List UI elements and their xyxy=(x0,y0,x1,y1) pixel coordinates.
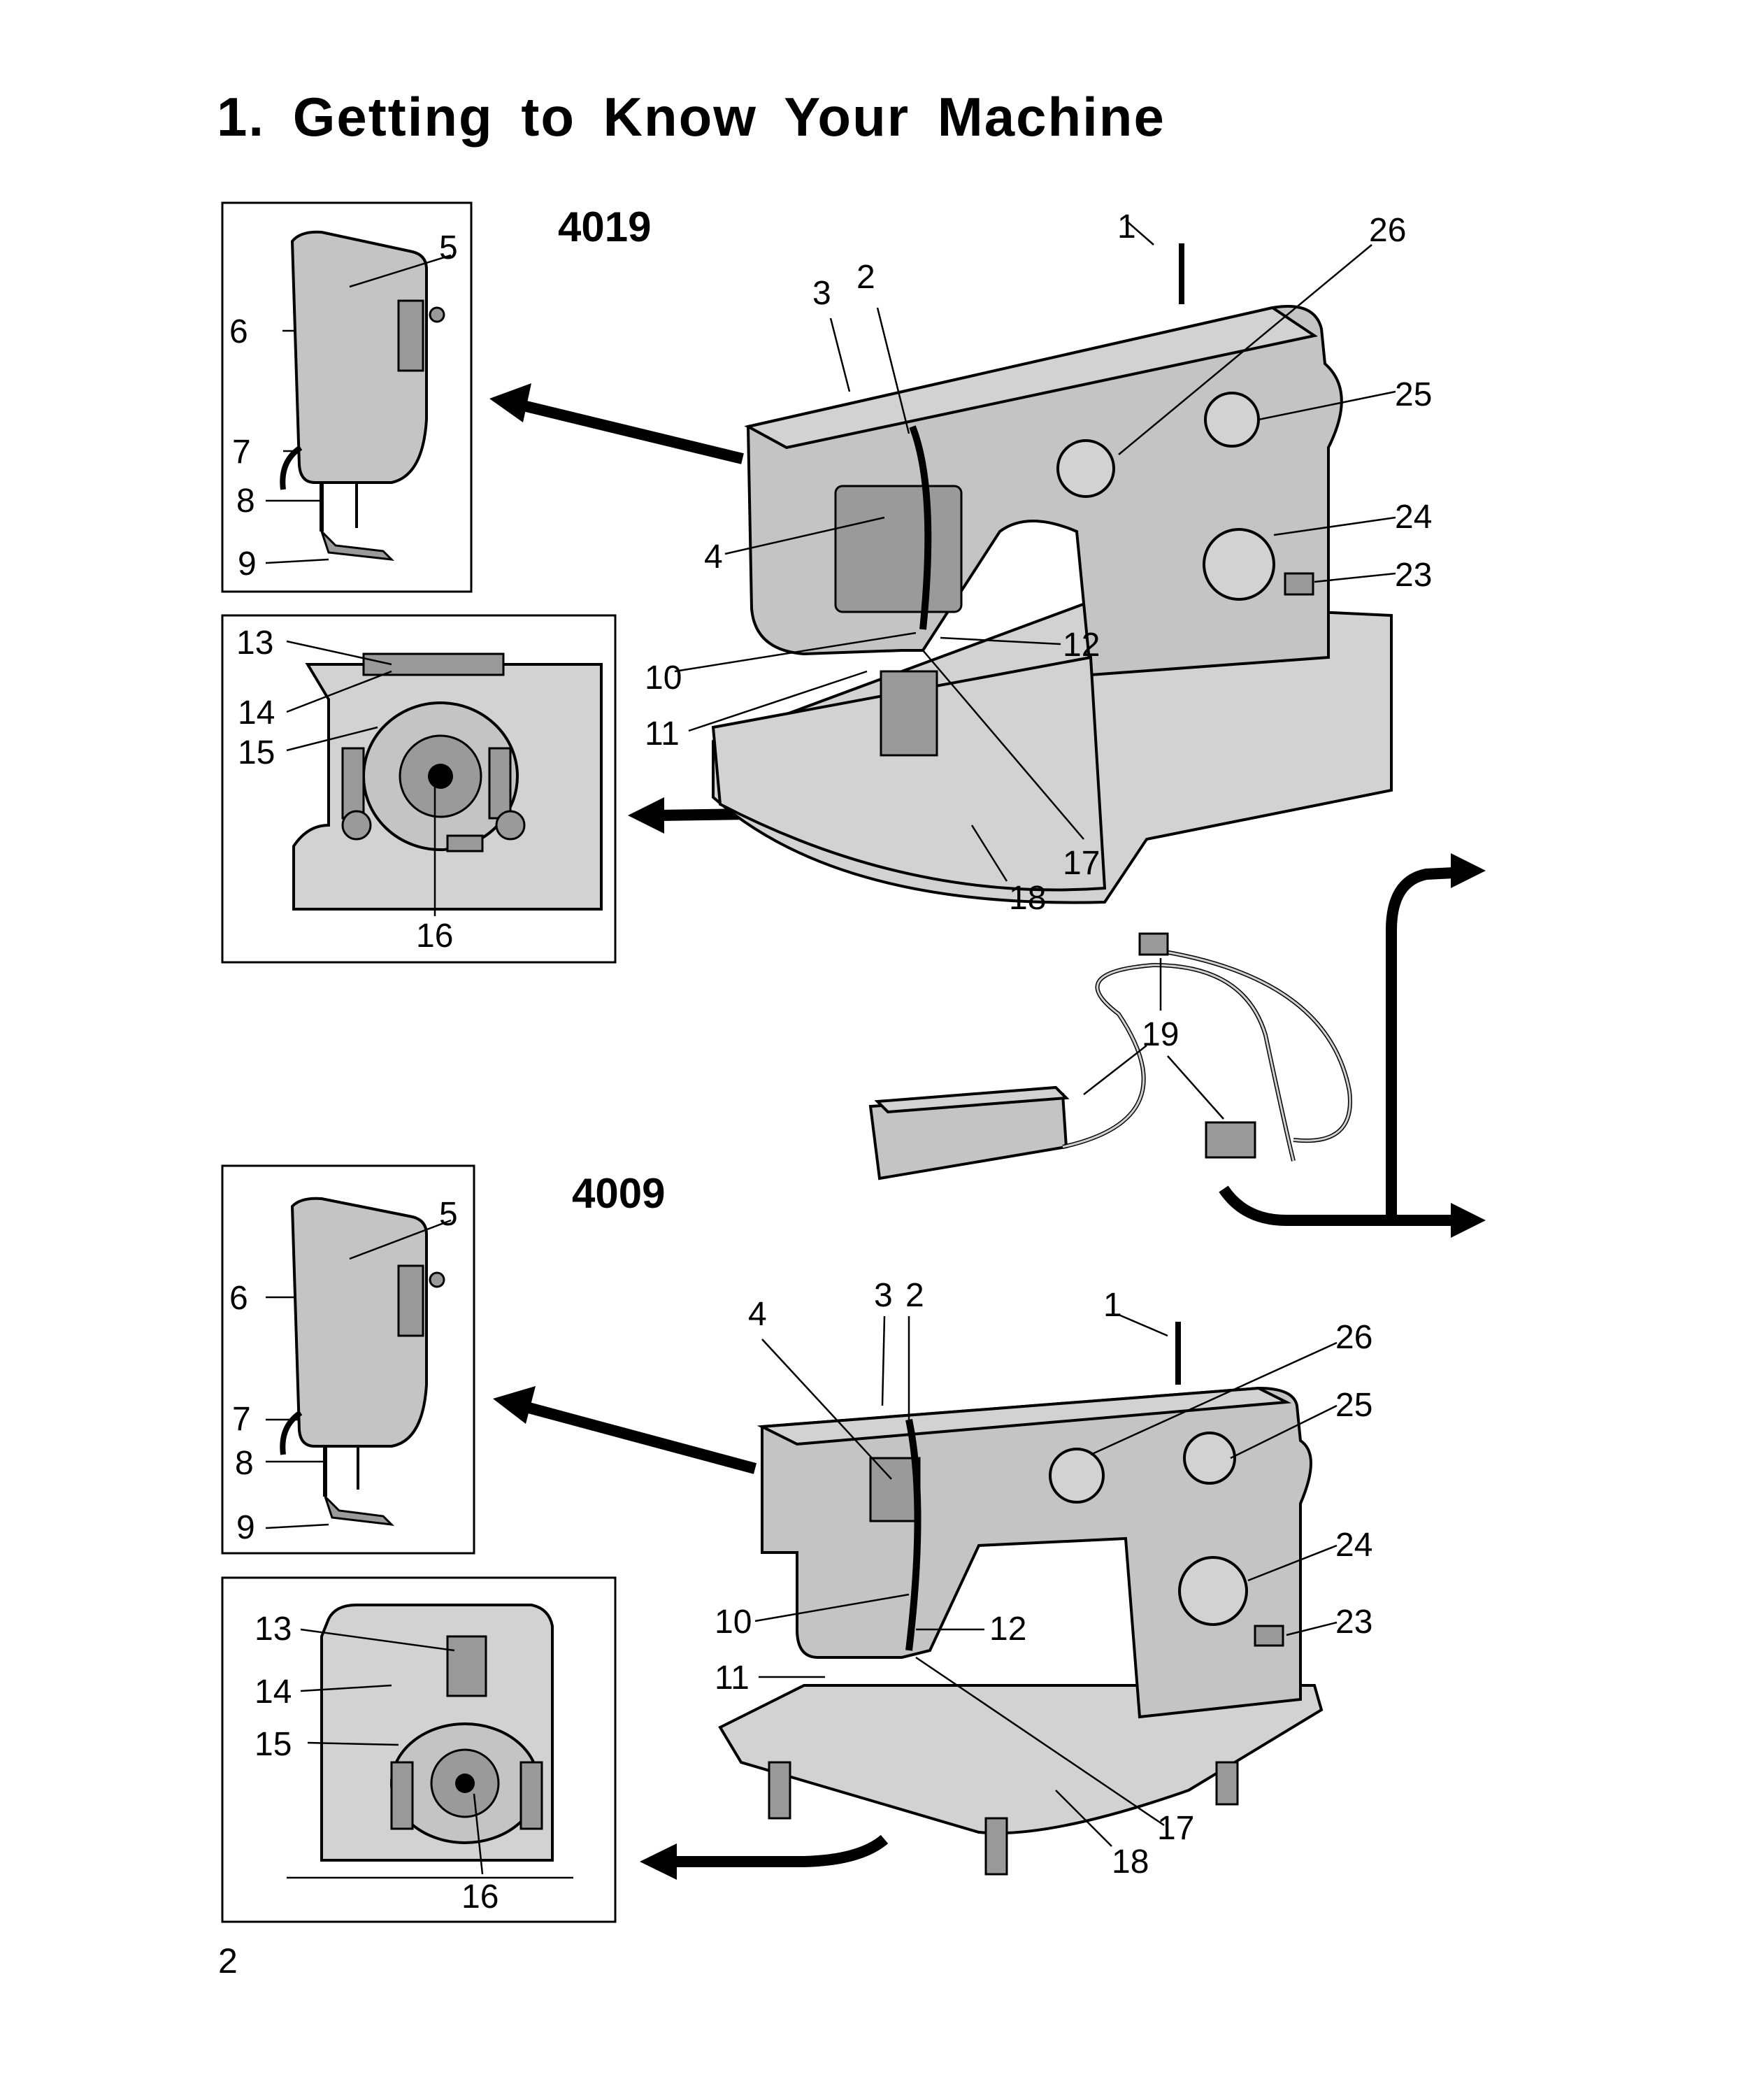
sewing-machine-4019: 1 26 3 2 4 25 24 23 12 10 11 17 18 xyxy=(645,208,1432,917)
arrow-to-head-inset-bottom xyxy=(519,1400,757,1474)
sewing-machine-4009: 1 26 3 2 4 25 24 23 10 11 12 17 18 xyxy=(715,1277,1372,1881)
callout-1-top: 1 xyxy=(1117,208,1136,245)
callout-15-bottom: 15 xyxy=(254,1726,292,1763)
inset-bobbin-area-bottom: 13 14 15 16 xyxy=(221,1576,617,1923)
callout-14-bottom: 14 xyxy=(254,1674,292,1711)
callout-6-top: 6 xyxy=(229,313,248,350)
callout-12-top: 12 xyxy=(1063,627,1100,664)
callout-15-top: 15 xyxy=(238,734,275,771)
callout-8-bottom: 8 xyxy=(235,1445,254,1482)
callout-16-top: 16 xyxy=(416,918,453,955)
callout-3-bottom: 3 xyxy=(874,1277,893,1314)
callout-9-top: 9 xyxy=(238,545,257,583)
callout-26-bottom: 26 xyxy=(1335,1319,1372,1356)
callout-7-top: 7 xyxy=(232,434,251,471)
inset-needle-head-top: 5 6 7 8 9 xyxy=(221,201,473,593)
callout-26-top: 26 xyxy=(1369,212,1406,249)
callout-4-bottom: 4 xyxy=(748,1296,767,1333)
callout-10-top: 10 xyxy=(645,659,682,697)
callout-4-top: 4 xyxy=(704,538,723,576)
foot-pedal-and-cord: 19 xyxy=(868,853,1486,1238)
callout-25-bottom: 25 xyxy=(1335,1387,1372,1424)
callout-23-bottom: 23 xyxy=(1335,1604,1372,1641)
callout-2-top: 2 xyxy=(856,259,875,296)
inset-bobbin-area-top: 13 14 15 16 xyxy=(221,614,617,964)
callout-24-top: 24 xyxy=(1395,499,1432,536)
callout-12-bottom: 12 xyxy=(989,1611,1026,1648)
page-title: 1. Getting to Know Your Machine xyxy=(217,86,1166,148)
callout-8-top: 8 xyxy=(236,483,255,520)
callout-13-top: 13 xyxy=(236,625,273,662)
callout-10-bottom: 10 xyxy=(715,1604,752,1641)
callout-18-top: 18 xyxy=(1009,880,1046,917)
callout-25-top: 25 xyxy=(1395,376,1432,413)
callout-5-top: 5 xyxy=(439,229,458,266)
callout-18-bottom: 18 xyxy=(1112,1843,1149,1881)
callout-5-bottom: 5 xyxy=(439,1196,458,1233)
callout-3-top: 3 xyxy=(812,275,831,312)
callout-2-bottom: 2 xyxy=(905,1277,924,1314)
callout-23-top: 23 xyxy=(1395,557,1432,594)
callout-24-bottom: 24 xyxy=(1335,1527,1372,1564)
callout-11-bottom: 11 xyxy=(715,1660,750,1697)
callout-17-bottom: 17 xyxy=(1157,1810,1194,1847)
callout-16-bottom: 16 xyxy=(461,1878,499,1915)
callout-1-bottom: 1 xyxy=(1103,1287,1122,1324)
callout-13-bottom: 13 xyxy=(254,1611,292,1648)
page-number: 2 xyxy=(218,1941,238,1981)
callout-11-top: 11 xyxy=(645,715,680,752)
model-label-bottom: 4009 xyxy=(572,1170,666,1217)
arrow-to-head-inset-top xyxy=(516,399,744,464)
callout-6-bottom: 6 xyxy=(229,1280,248,1317)
callout-17-top: 17 xyxy=(1063,845,1100,882)
callout-19: 19 xyxy=(1142,1016,1179,1053)
callout-14-top: 14 xyxy=(238,694,275,732)
inset-needle-head-bottom: 5 6 7 8 9 xyxy=(221,1164,475,1555)
callout-9-bottom: 9 xyxy=(236,1509,255,1546)
model-label-top: 4019 xyxy=(558,204,652,250)
arrow-to-bobbin-inset-bottom xyxy=(671,1834,889,1867)
callout-7-bottom: 7 xyxy=(232,1401,251,1438)
